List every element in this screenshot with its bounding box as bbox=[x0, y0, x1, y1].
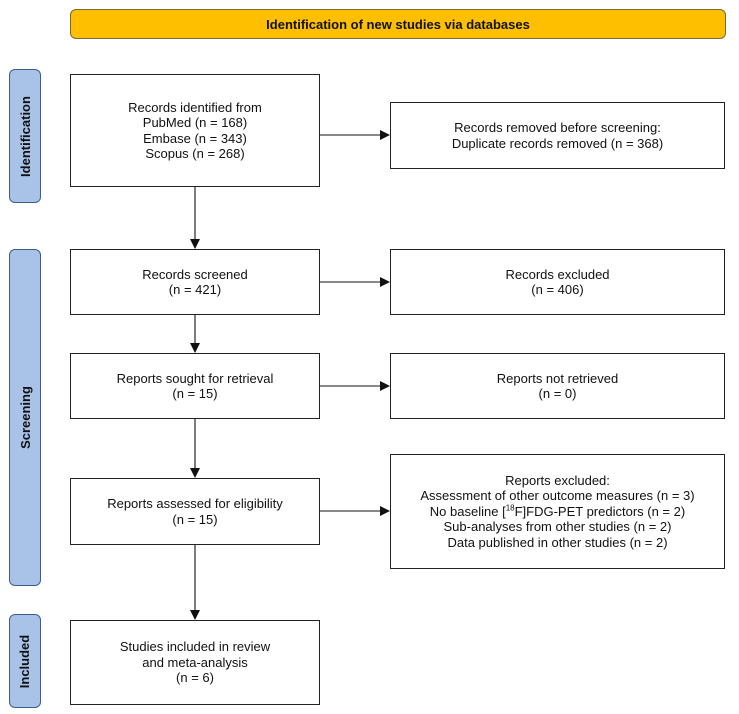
box-line: (n = 15) bbox=[172, 386, 218, 401]
box-line: PubMed (n = 168) bbox=[142, 115, 248, 130]
reports-sought-box: Reports sought for retrieval (n = 15) bbox=[70, 353, 320, 419]
box-line: (n = 6) bbox=[176, 670, 214, 686]
stage-included: Included bbox=[9, 614, 41, 708]
box-line: Records screened bbox=[142, 266, 248, 282]
box-line: Studies included in review bbox=[119, 639, 271, 655]
records-screened-box: Records screened (n = 421) bbox=[70, 249, 320, 315]
box-line: (n = 15) bbox=[172, 511, 218, 527]
stage-identification: Identification bbox=[9, 69, 41, 203]
box-line: Scopus (n = 268) bbox=[145, 146, 245, 161]
box-line: Duplicate records removed (n = 368) bbox=[451, 135, 664, 151]
reports-not-retrieved-box: Reports not retrieved (n = 0) bbox=[390, 353, 725, 419]
box-line: No baseline [18F]FDG-PET predictors (n =… bbox=[430, 504, 685, 520]
box-line: Assessment of other outcome measures (n … bbox=[420, 488, 695, 504]
text-fragment: No baseline [ bbox=[429, 503, 506, 519]
box-line: Reports sought for retrieval bbox=[116, 370, 274, 386]
box-line: Reports excluded: bbox=[505, 472, 610, 488]
box-line: Data published in other studies (n = 2) bbox=[447, 534, 668, 550]
box-line: Sub-analyses from other studies (n = 2) bbox=[443, 519, 672, 535]
box-line: and meta-analysis bbox=[142, 654, 248, 670]
box-line: Reports not retrieved bbox=[496, 370, 619, 386]
reports-assessed-box: Reports assessed for eligibility (n = 15… bbox=[70, 478, 320, 545]
superscript: 18 bbox=[505, 503, 515, 513]
box-line: Embase (n = 343) bbox=[143, 130, 247, 146]
records-removed-box: Records removed before screening: Duplic… bbox=[390, 102, 725, 169]
box-line: (n = 421) bbox=[168, 282, 222, 297]
box-line: (n = 0) bbox=[538, 386, 577, 401]
stage-screening: Screening bbox=[9, 249, 41, 586]
box-line: Records removed before screening: bbox=[454, 120, 661, 135]
text-fragment: F]FDG-PET predictors (n = 2) bbox=[514, 503, 686, 519]
records-excluded-box: Records excluded (n = 406) bbox=[390, 249, 725, 315]
banner-title: Identification of new studies via databa… bbox=[266, 16, 530, 32]
reports-excluded-box: Reports excluded: Assessment of other ou… bbox=[390, 454, 725, 569]
box-line: Records identified from bbox=[128, 99, 262, 115]
section-banner: Identification of new studies via databa… bbox=[70, 9, 726, 39]
box-line: Reports assessed for eligibility bbox=[107, 496, 283, 511]
records-identified-box: Records identified from PubMed (n = 168)… bbox=[70, 74, 320, 187]
box-line: (n = 406) bbox=[531, 282, 584, 297]
box-line: Records excluded bbox=[505, 266, 610, 282]
studies-included-box: Studies included in review and meta-anal… bbox=[70, 620, 320, 705]
